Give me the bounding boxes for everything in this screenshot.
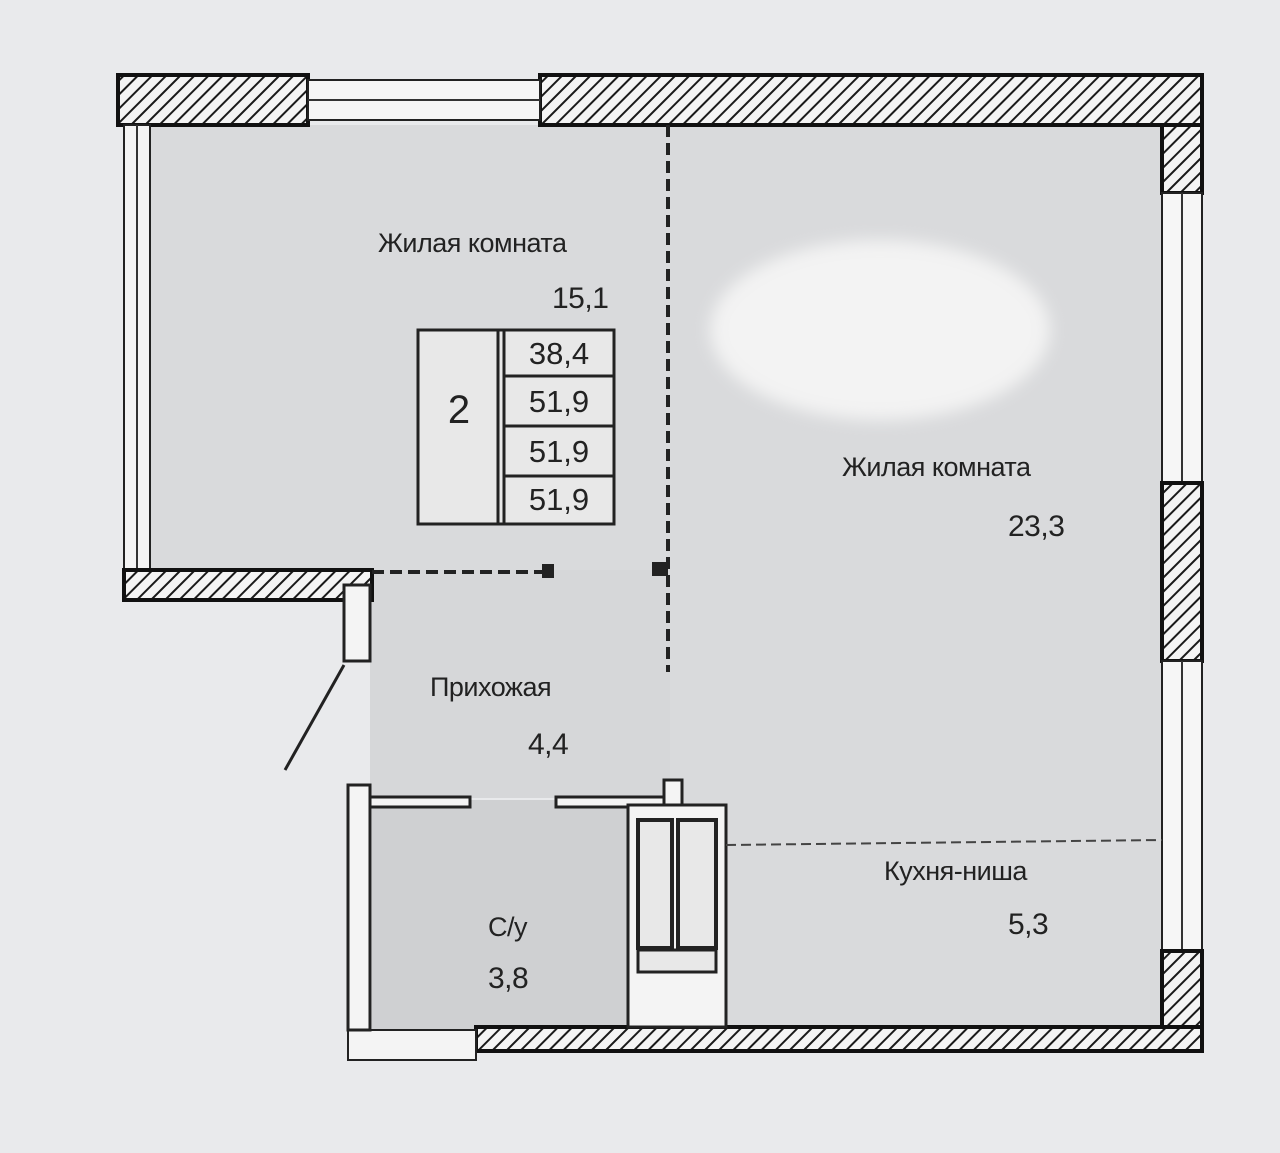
wall-right-top (1160, 123, 1204, 195)
hall-label: Прихожая (430, 672, 552, 702)
kitchen-label: Кухня-ниша (884, 856, 1027, 886)
wall-shaft-top (662, 778, 684, 807)
kitchen-zone-line (725, 839, 1163, 846)
hall-area: 4,4 (528, 728, 569, 761)
info-area-4: 51,9 (528, 482, 590, 517)
blurred-area (710, 240, 1050, 420)
rooms-count: 2 (447, 388, 471, 432)
living-room-2-label: Жилая комната (842, 452, 1031, 482)
wall-entry-jamb (342, 583, 372, 663)
bath-area: 3,8 (488, 962, 529, 995)
shaft-duct-2 (676, 818, 718, 950)
living-room-2-area: 23,3 (1008, 510, 1065, 543)
entrance-door (283, 664, 346, 771)
wall-bottom-left (347, 1029, 477, 1061)
kitchen-floor (725, 845, 1162, 1027)
info-area-2: 51,9 (528, 384, 590, 419)
bath-floor (372, 800, 627, 1030)
wall-bath-top-left (368, 795, 472, 809)
living-room-2-floor (668, 125, 1162, 845)
wall-top-left (116, 73, 310, 127)
living-room-1-label: Жилая комната (378, 228, 567, 258)
hall-floor (370, 570, 670, 798)
kitchen-area: 5,3 (1008, 908, 1049, 941)
wall-bottom (474, 1025, 1204, 1053)
shaft-base (636, 948, 718, 974)
wall-bath-left (346, 783, 372, 1032)
bath-label: С/у (488, 912, 528, 942)
shaft-duct-1 (636, 818, 674, 950)
info-area-3: 51,9 (528, 434, 590, 469)
info-area-1: 38,4 (528, 336, 590, 371)
wall-living1-bottom (122, 568, 374, 602)
living-room-1-area: 15,1 (552, 282, 609, 315)
wall-top-right (538, 73, 1204, 127)
wall-right-mid (1160, 481, 1204, 663)
